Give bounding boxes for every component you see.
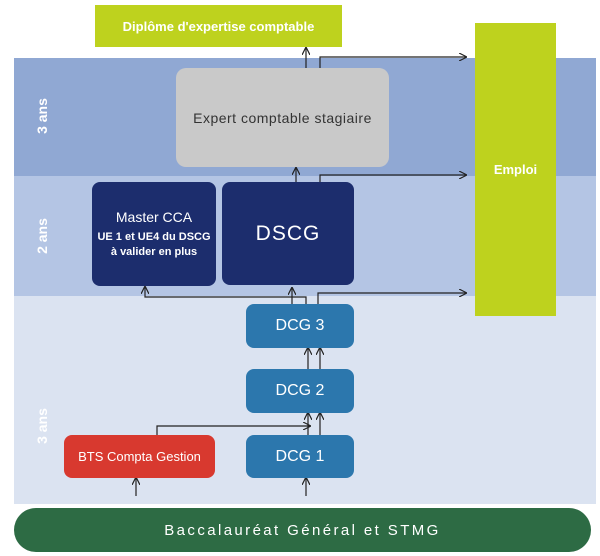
dscg-box: DSCG	[222, 182, 354, 285]
master-cca-box: Master CCA UE 1 et UE4 du DSCG à valider…	[92, 182, 216, 286]
master-note-line2: à valider en plus	[110, 245, 198, 258]
emploi-box: Emploi	[475, 23, 556, 316]
dcg1-box: DCG 1	[246, 435, 354, 478]
dcg2-box: DCG 2	[246, 369, 354, 413]
band-middle-label: 2 ans	[33, 218, 50, 254]
master-note-line1: UE 1 et UE4 du DSCG	[97, 230, 211, 243]
baccalaureat-banner: Baccalauréat Général et STMG	[14, 508, 591, 552]
dcg3-box: DCG 3	[246, 304, 354, 348]
master-title: Master CCA	[115, 208, 193, 225]
band-top-label: 3 ans	[33, 98, 50, 134]
diplome-box: Diplôme d'expertise comptable	[95, 5, 342, 47]
expert-stagiaire-box: Expert comptable stagiaire	[176, 68, 389, 167]
band-bottom-label: 3 ans	[33, 408, 50, 444]
bts-compta-gestion-box: BTS Compta Gestion	[64, 435, 215, 478]
